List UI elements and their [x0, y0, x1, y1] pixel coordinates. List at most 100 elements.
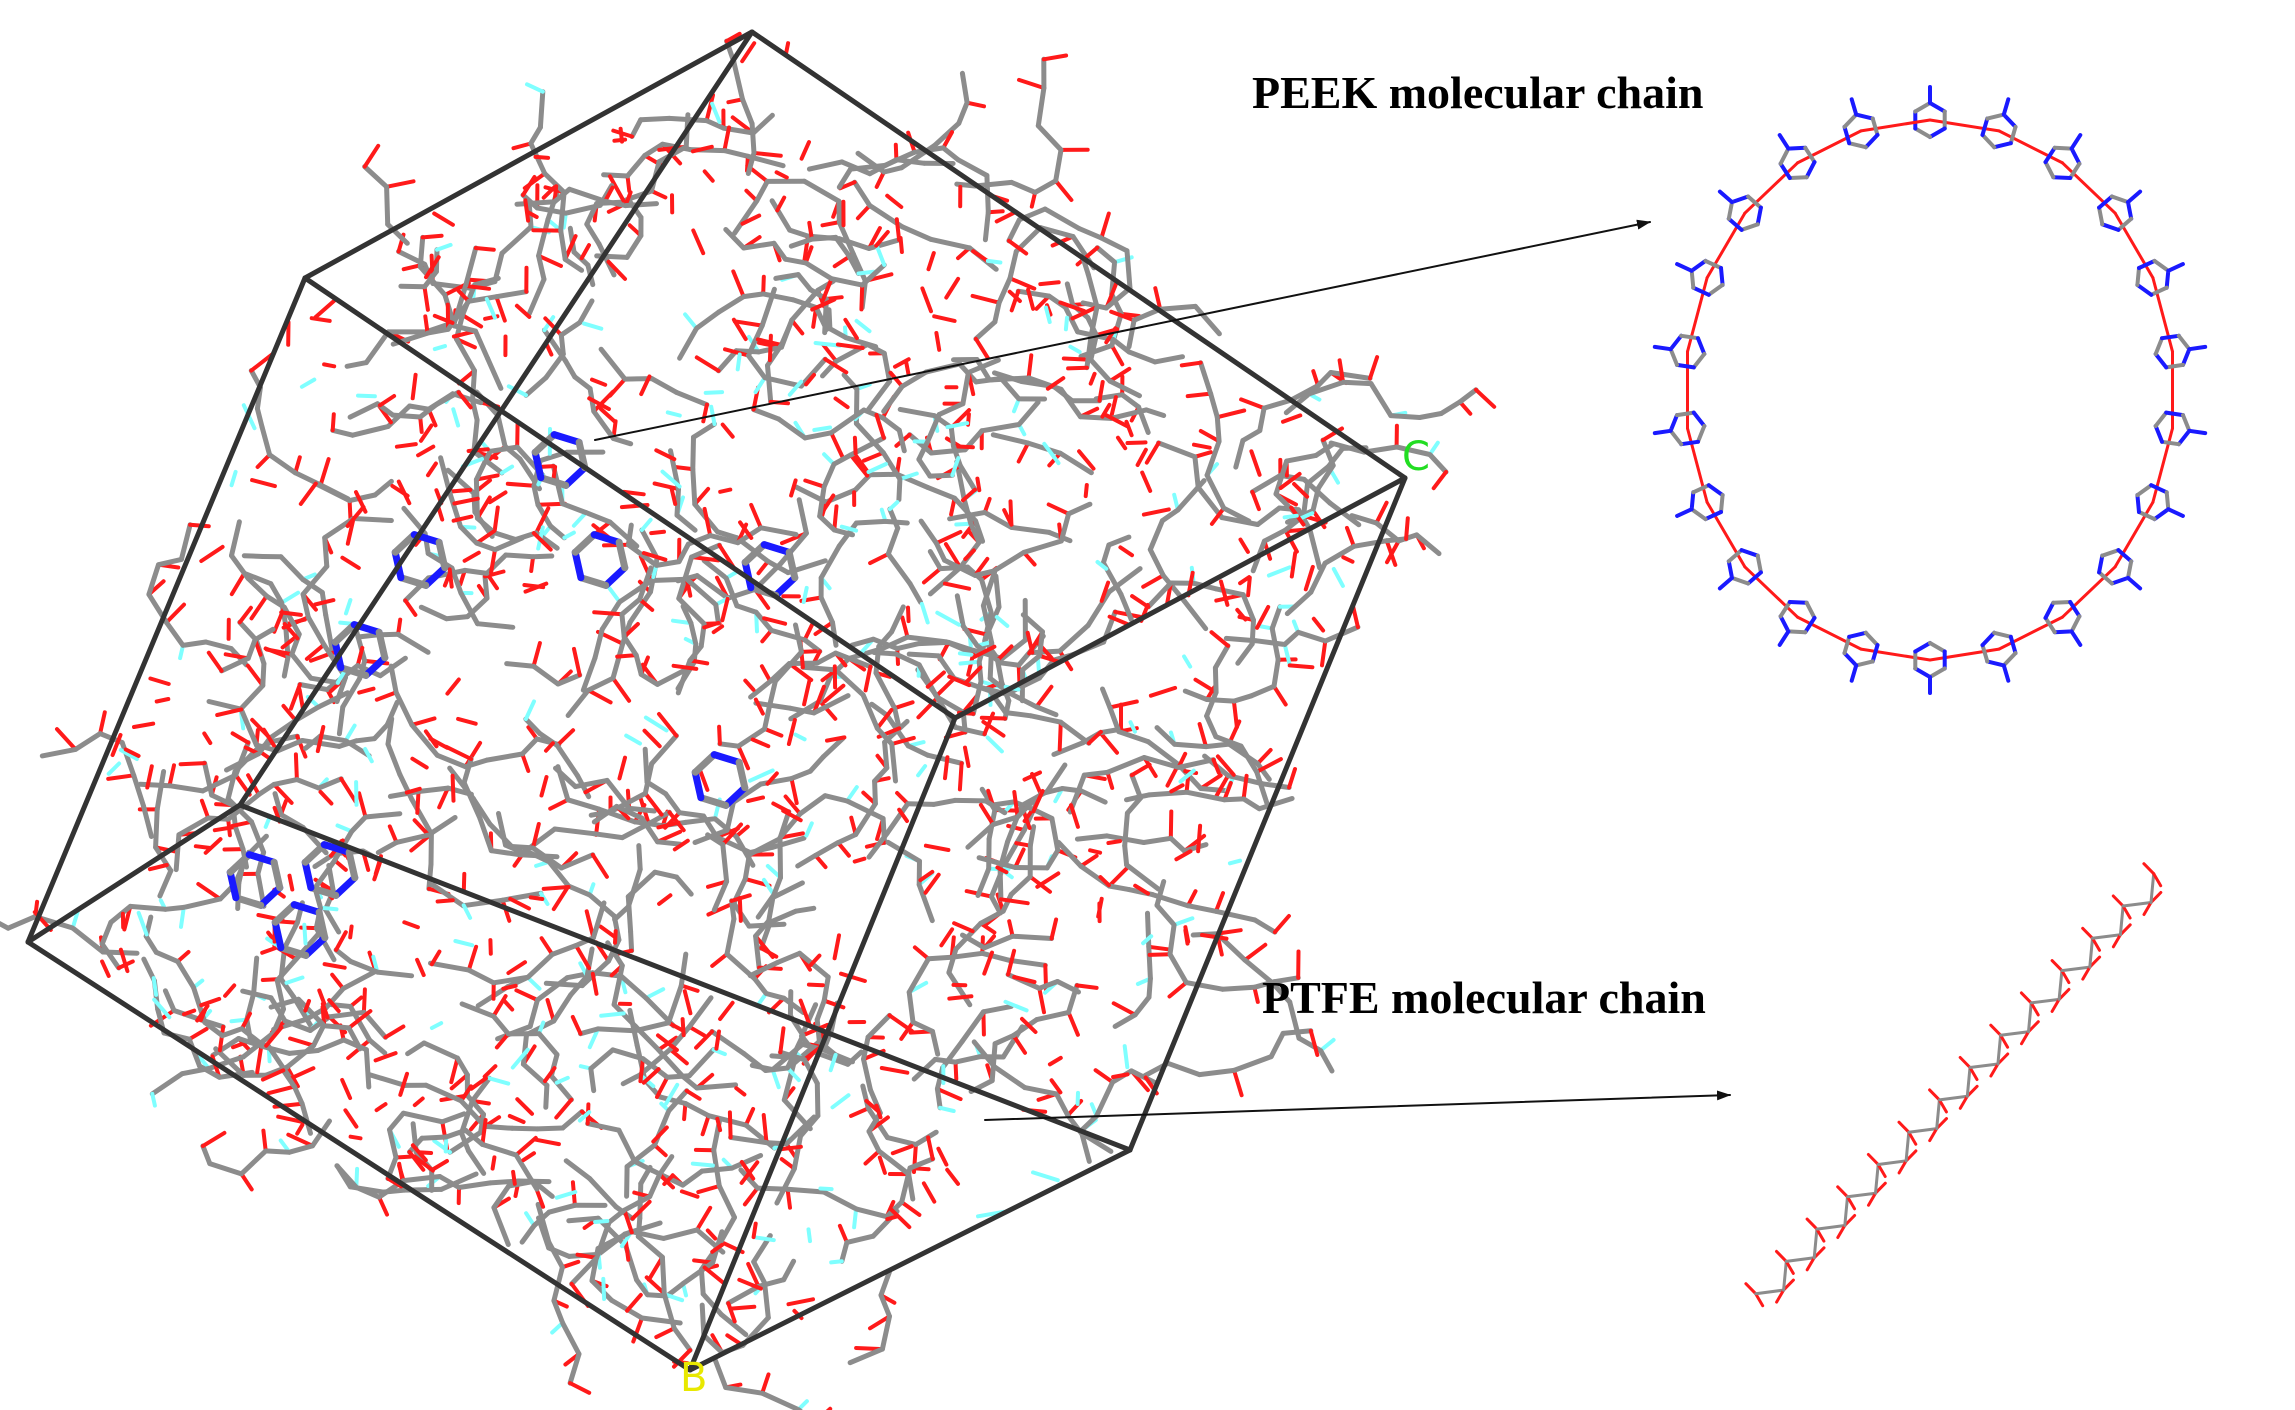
fluorine-bond [829, 1259, 844, 1265]
oxygen-bond [762, 616, 788, 626]
carbon-bond [885, 551, 913, 587]
oxygen-bond [802, 620, 815, 642]
oxygen-bond [935, 676, 957, 697]
oxygen-bond [255, 452, 272, 469]
carbon-bond [893, 651, 922, 668]
carbon-bond [1103, 285, 1133, 311]
carbon-bond [716, 348, 739, 374]
carbon-bond [1032, 178, 1059, 195]
carbon-bond [860, 1083, 871, 1111]
carbon-bond [1057, 622, 1091, 654]
carbon-bond [1100, 686, 1113, 710]
carbon-bond [1185, 903, 1219, 914]
carbon-bond [393, 689, 415, 728]
fluorine-bond [599, 1011, 626, 1018]
oxygen-bond [963, 548, 976, 561]
carbon-bond [156, 556, 184, 568]
cell-edge [687, 1147, 1133, 1373]
oxygen-bond [1099, 580, 1111, 603]
oxygen-bond [1232, 1068, 1244, 1098]
peek-ring-bond [1703, 258, 1723, 270]
fluorine-bond [335, 670, 346, 685]
peek-ether-link [1705, 211, 1747, 280]
carbon-bond [458, 1098, 488, 1129]
carbon-bond [797, 793, 828, 817]
peek-ring-bond [2069, 614, 2082, 634]
carbon-bond [462, 567, 490, 576]
oxygen-bond [226, 817, 232, 838]
oxygen-bond [167, 763, 176, 788]
fluorine-bond [525, 82, 545, 94]
oxygen-bond [852, 435, 858, 456]
carbon-bond [1254, 769, 1270, 806]
carbon-bond [377, 655, 408, 679]
carbon-bond [175, 959, 197, 991]
carbon-bond [1241, 796, 1262, 812]
carbon-bond [461, 780, 483, 821]
oxygen-bond [935, 1086, 963, 1102]
oxygen-bond [261, 727, 280, 753]
ring-bond [375, 628, 389, 662]
oxygen-bond [1118, 545, 1134, 558]
carbon-bond [735, 726, 768, 749]
peek-molecule-ring [1652, 85, 2208, 695]
oxygen-bond [412, 1154, 435, 1173]
oxygen-bond [765, 771, 779, 786]
carbon-bond [1157, 303, 1198, 312]
oxygen-bond [480, 1118, 488, 1147]
carbon-bond [154, 769, 167, 812]
carbon-bond [206, 699, 244, 712]
fluorine-bond [229, 1017, 249, 1024]
carbon-bond [1208, 391, 1220, 420]
ptfe-side-bond [2050, 959, 2064, 973]
carbon-bond [238, 1148, 269, 1177]
peek-ether-link [2061, 161, 2117, 215]
peek-substituent [2187, 428, 2208, 436]
carbon-bond [459, 1001, 496, 1019]
oxygen-bond [339, 776, 358, 805]
carbon-bond [1033, 704, 1059, 718]
oxygen-bond [833, 396, 850, 410]
oxygen-bond [147, 863, 169, 872]
oxygen-bond [217, 1024, 226, 1053]
callout-arrows [594, 219, 1731, 1121]
oxygen-bond [447, 487, 473, 494]
fluorine-bond [985, 258, 1003, 265]
oxygen-bond [230, 731, 251, 745]
carbon-bond [419, 1134, 449, 1141]
fluorine-bond [1282, 642, 1292, 666]
carbon-bond [1001, 827, 1027, 868]
carbon-bond [633, 652, 644, 677]
oxygen-bond [751, 1221, 758, 1240]
carbon-bond [355, 632, 380, 640]
carbon-bond [720, 842, 730, 884]
carbon-bond [844, 798, 886, 821]
oxygen-bond [182, 1008, 197, 1017]
oxygen-bond [1214, 891, 1225, 914]
ring-bond [271, 918, 285, 952]
peek-ring-bond [1675, 362, 1696, 370]
carbon-bond [323, 612, 336, 656]
carbon-bond [916, 439, 930, 462]
carbon-bond [466, 1148, 487, 1176]
ptfe-backbone-bond [1999, 1030, 2030, 1037]
oxygen-bond [1020, 1016, 1038, 1034]
carbon-bond [256, 781, 277, 797]
peek-ring-bond [1719, 493, 1725, 514]
carbon-bond [666, 1088, 690, 1114]
carbon-bond [229, 553, 251, 581]
oxygen-bond [1255, 748, 1273, 766]
oxygen-bond [641, 1067, 661, 1085]
oxygen-bond [837, 1223, 849, 1245]
oxygen-bond [1281, 413, 1303, 424]
carbon-bond [305, 614, 327, 648]
oxygen-bond [555, 728, 576, 748]
carbon-bond [333, 947, 354, 964]
fluorine-bond [70, 909, 80, 930]
oxygen-bond [362, 143, 381, 169]
ptfe-side-bond [2142, 862, 2156, 876]
carbon-bond [281, 654, 291, 679]
oxygen-bond [249, 351, 275, 373]
oxygen-bond [691, 228, 706, 256]
peek-ring-bond [2152, 507, 2171, 522]
